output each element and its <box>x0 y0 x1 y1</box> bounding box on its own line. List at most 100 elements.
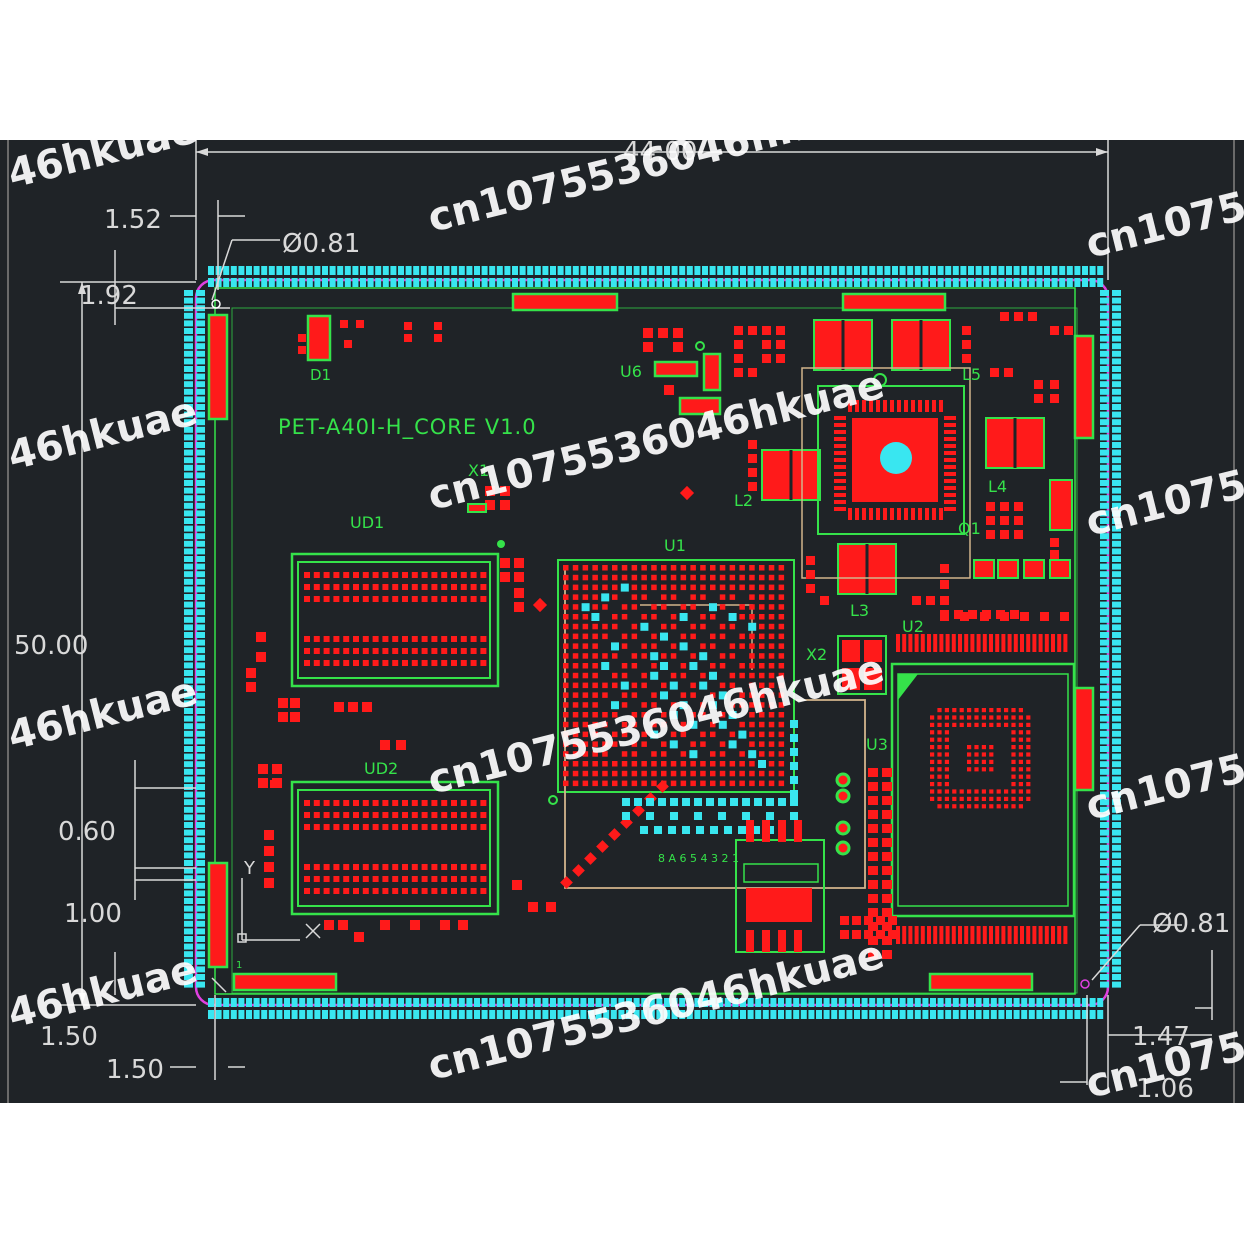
edge-pad-top-inner <box>512 278 518 287</box>
u1-ball <box>690 594 696 600</box>
edge-pad-bottom-inner <box>626 1010 632 1019</box>
edge-pad-left-inner <box>196 776 205 783</box>
u1-ball <box>582 623 589 630</box>
u1-ball <box>631 712 638 718</box>
u1-ball <box>700 712 706 718</box>
u2-ball <box>944 752 949 757</box>
mem-ball <box>402 864 408 870</box>
edge-pad-left-inner <box>196 639 205 646</box>
edge-pad-top-inner <box>709 278 716 287</box>
edge-pad-bottom-inner <box>816 1010 822 1019</box>
edge-pad-bottom-inner <box>656 1010 663 1019</box>
mem-ball <box>480 812 487 818</box>
u2-ball <box>944 789 949 794</box>
edge-pad-top <box>268 266 275 275</box>
edge-pad-left-inner <box>196 890 205 897</box>
u2-pin-top <box>976 634 981 652</box>
mem-ball <box>411 572 418 578</box>
u1-ball <box>680 761 687 767</box>
mem-ball <box>313 800 320 806</box>
edge-pad-top-inner <box>686 278 693 287</box>
u1-ball <box>621 761 628 767</box>
edge-pad-top-inner <box>322 278 328 287</box>
edge-pad-top-inner <box>299 278 306 287</box>
u2-ball <box>996 804 1001 809</box>
edge-pad-right <box>1100 928 1109 935</box>
edge-pad-right <box>1100 411 1109 418</box>
u1-ball <box>778 584 785 591</box>
edge-pad-right-inner <box>1112 518 1121 524</box>
edge-pad-left-inner <box>196 791 205 798</box>
edge-pad-bottom <box>481 998 488 1007</box>
edge-pad-bottom <box>215 998 222 1007</box>
u2-ball <box>1011 752 1016 757</box>
mem-ball <box>362 660 369 666</box>
pmic-pin-right <box>944 507 956 511</box>
edge-pad-bottom-inner <box>580 1010 587 1019</box>
edge-pad-bottom-inner <box>382 1010 389 1019</box>
edge-pad-top-inner <box>496 278 503 287</box>
edge-pad-left <box>184 632 193 638</box>
edge-pad-left <box>184 594 193 600</box>
edge-pad-right <box>1100 632 1109 638</box>
pmic-pin-top <box>904 400 908 412</box>
u1-cyan-pad <box>689 720 698 729</box>
edge-pad-bottom-inner <box>299 1010 306 1019</box>
mem-ball <box>441 812 448 818</box>
u2-ball <box>989 804 994 809</box>
edge-pad-left <box>184 449 193 456</box>
edge-pad-top <box>968 266 974 275</box>
u1-ball <box>563 692 569 698</box>
edge-pad-top-inner <box>382 278 389 287</box>
u1-ball <box>621 770 628 777</box>
edge-pad-top <box>481 266 488 275</box>
mem-ball <box>353 572 359 578</box>
edge-pad-bottom-inner <box>443 1010 450 1019</box>
edge-pad-right <box>1100 837 1109 844</box>
u2-ball <box>1011 789 1016 794</box>
u2-ball <box>944 774 949 779</box>
edge-pad-bottom-inner <box>785 1010 792 1019</box>
cyan-pad <box>694 798 702 806</box>
power-passive <box>734 368 743 377</box>
edge-pad-bottom <box>664 998 670 1007</box>
edge-pad-left-inner <box>196 654 205 661</box>
edge-pad-right <box>1100 350 1109 357</box>
mem-ball <box>392 584 399 590</box>
u1-ball <box>563 653 569 659</box>
u1-ball <box>690 565 696 571</box>
edge-pad-bottom <box>519 998 526 1007</box>
edge-pad-top-inner <box>755 278 762 287</box>
mem-ball <box>392 876 399 882</box>
edge-pad-top <box>246 266 252 275</box>
u2-ball <box>930 722 935 727</box>
u1-ball <box>661 712 667 718</box>
edge-pad-left-inner <box>196 487 205 494</box>
u1-ball <box>700 574 706 581</box>
u3-pin-right <box>882 782 892 791</box>
mem-ball <box>343 824 350 830</box>
edge-pad-bottom <box>458 998 465 1007</box>
u2-pin-top <box>1001 634 1006 652</box>
u2-ball <box>981 722 986 727</box>
mem-ball <box>421 876 428 882</box>
edge-pad-right-inner <box>1112 502 1121 509</box>
edge-pad-right-inner <box>1112 616 1121 623</box>
u1-ball <box>768 614 775 620</box>
edge-pad-left-inner <box>196 852 205 859</box>
edge-pad-left-inner <box>196 586 205 593</box>
edge-pad-bottom-inner <box>458 1010 465 1019</box>
u1-ball <box>621 721 628 728</box>
u2-ball <box>974 796 979 801</box>
edge-pad-bottom-inner <box>436 1010 442 1019</box>
edge-pad-right-inner <box>1112 822 1121 828</box>
u2-ball <box>944 782 949 787</box>
edge-pad-left <box>184 419 193 426</box>
edge-pad-right-inner <box>1112 768 1121 775</box>
u1-ball <box>563 761 569 767</box>
power-passive <box>748 482 757 491</box>
cyan-pad <box>668 826 676 834</box>
u1-ball <box>739 672 745 679</box>
edge-pad-bottom <box>709 998 716 1007</box>
mem-ball <box>333 636 340 642</box>
